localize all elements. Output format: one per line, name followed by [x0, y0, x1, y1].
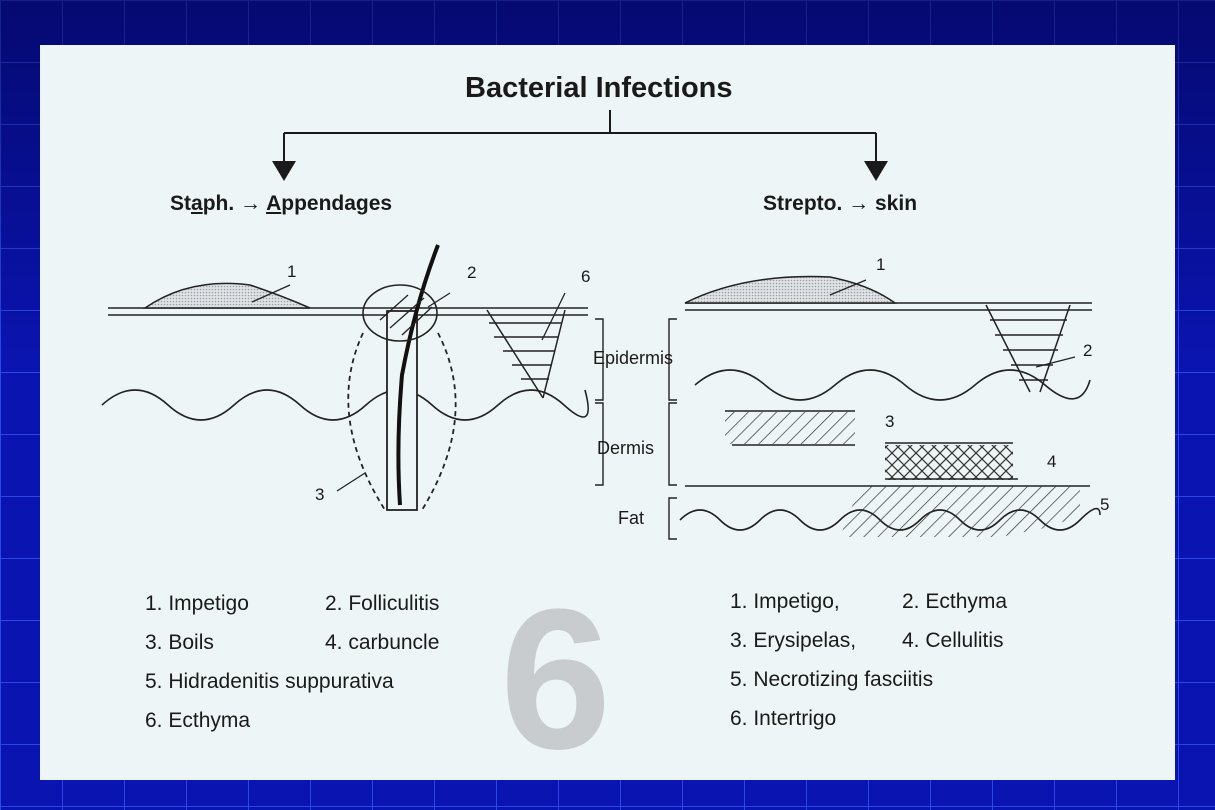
erysipelas-area — [725, 412, 855, 444]
arrow-left-icon — [272, 161, 296, 181]
layer-brackets — [595, 318, 677, 540]
tree-connector — [283, 110, 877, 163]
right-marker-4: 4 — [1047, 452, 1057, 471]
layer-fat-label: Fat — [618, 508, 645, 528]
folliculitis-circle — [362, 284, 438, 342]
right-ecthyma — [985, 304, 1071, 393]
right-legend-item: 2. Ecthyma — [902, 590, 1008, 613]
left-marker-2: 2 — [467, 263, 477, 282]
appendages-text: ppendages — [281, 192, 393, 215]
right-legend-item: 1. Impetigo, — [730, 590, 840, 613]
left-marker-3: 3 — [315, 485, 325, 504]
left-legend-item: 1. Impetigo — [145, 592, 249, 615]
staph-text: St — [170, 192, 191, 215]
staph-branch-label: Staph. → Appendages — [170, 192, 392, 216]
right-leaders — [829, 279, 1076, 368]
right-legend-item: 6. Intertrigo — [730, 707, 837, 730]
staph-underlined-a: a — [191, 192, 203, 215]
left-impetigo-bump — [142, 282, 311, 309]
hair-shaft — [396, 244, 440, 506]
left-marker-1: 1 — [287, 262, 297, 281]
right-legend-item: 3. Erysipelas, — [730, 629, 857, 652]
cellulitis-area — [885, 445, 1013, 480]
arrow-right-icon — [864, 161, 888, 181]
right-legend-item: 4. Cellulitis — [902, 629, 1004, 652]
left-legend-item: 4. carbuncle — [325, 631, 440, 654]
left-leaders — [251, 284, 566, 492]
watermark-six: 6 — [500, 568, 612, 791]
page-title: Bacterial Infections — [465, 72, 733, 104]
folliculitis-hatch — [379, 294, 433, 336]
layer-epidermis-label: Epidermis — [593, 348, 674, 368]
appendages-underlined-a: A — [266, 192, 282, 215]
strep-branch-label: Strepto. → skin — [763, 192, 918, 215]
necrotizing-area — [840, 486, 1080, 537]
diagram-drawing — [101, 110, 1101, 540]
right-marker-1: 1 — [876, 255, 886, 274]
left-legend-item: 6. Ecthyma — [145, 709, 251, 732]
staph-arrow-text: ph. → — [202, 192, 267, 215]
boil-outline — [347, 332, 457, 511]
left-ecthyma — [486, 309, 566, 399]
layer-dermis-label: Dermis — [597, 438, 654, 458]
hair-follicle — [386, 310, 418, 511]
right-marker-3: 3 — [885, 412, 895, 431]
slide-card: Bacterial Infections Staph. → Appendages… — [40, 45, 1175, 780]
left-legend-item: 3. Boils — [145, 631, 214, 654]
right-marker-5: 5 — [1100, 495, 1110, 514]
left-legend-item: 2. Folliculitis — [325, 592, 440, 615]
left-legend-item: 5. Hidradenitis suppurativa — [145, 670, 394, 693]
right-marker-2: 2 — [1083, 341, 1093, 360]
right-legend-item: 5. Necrotizing fasciitis — [730, 668, 934, 691]
left-skin — [101, 307, 589, 421]
right-impetigo-bump — [684, 275, 898, 304]
left-marker-6: 6 — [581, 267, 591, 286]
